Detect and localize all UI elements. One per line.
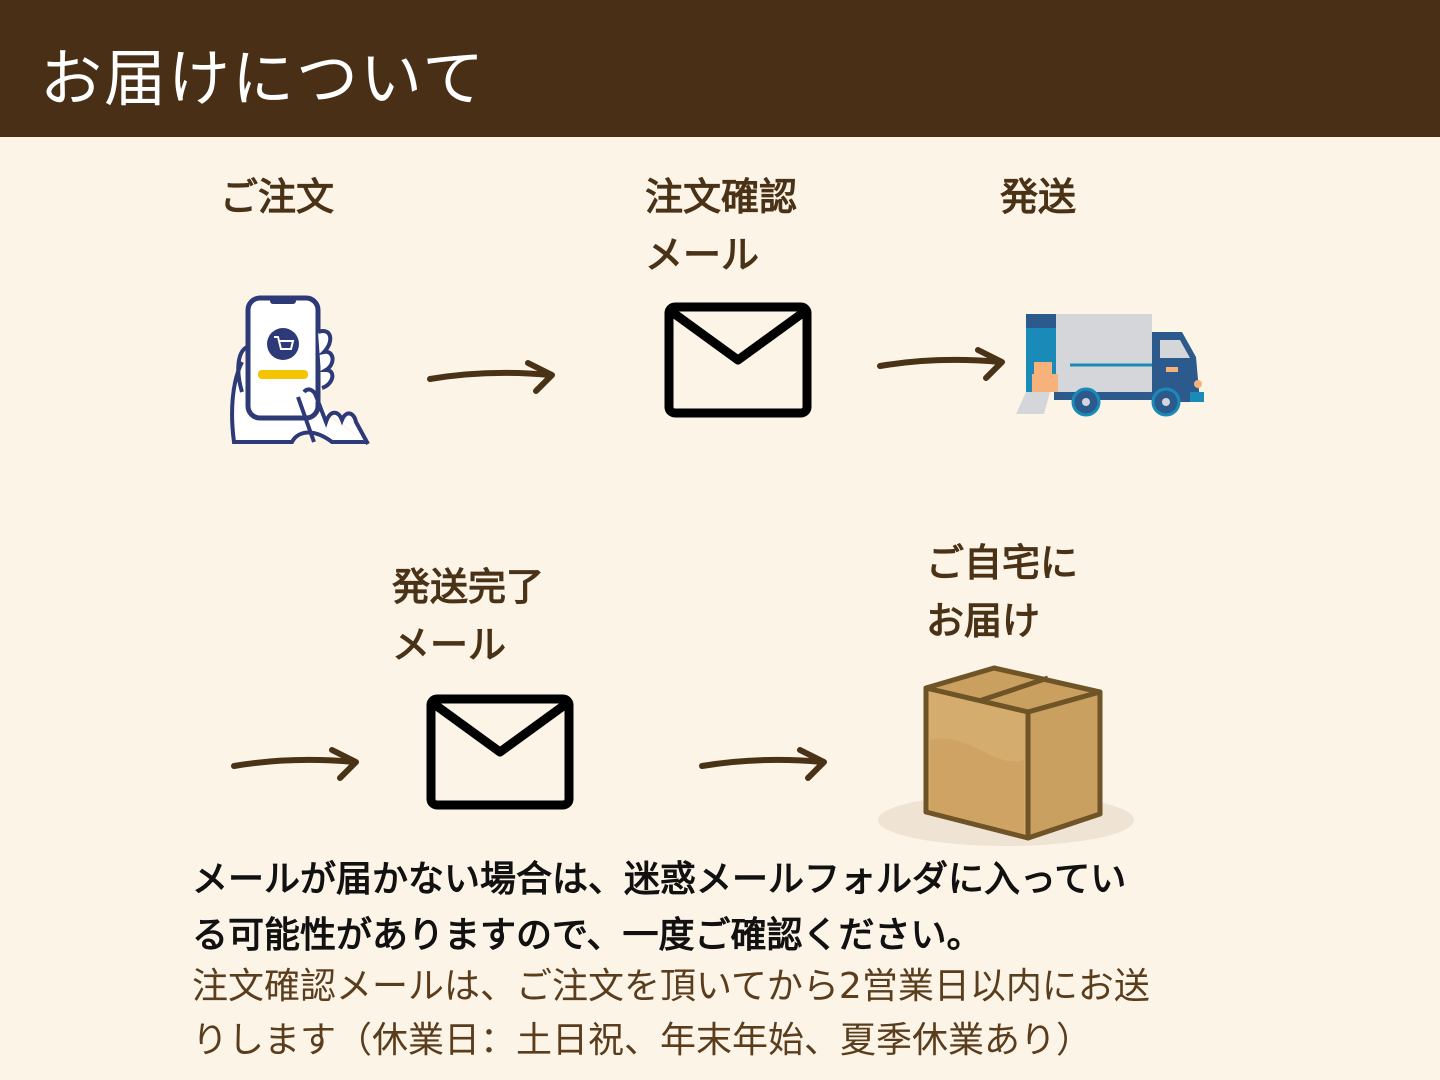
- arrow-right-icon: [427, 360, 555, 394]
- envelope-icon: [664, 302, 812, 418]
- envelope-icon: [426, 694, 574, 810]
- page-header: お届けについて: [0, 0, 1440, 137]
- page-title: お届けについて: [40, 42, 487, 115]
- arrow-right-icon: [699, 747, 827, 781]
- notice-line: メールが届かない場合は、迷惑メールフォルダに入ってい: [192, 859, 1127, 900]
- label-line: お届け: [926, 599, 1041, 643]
- step-confirm-email-label: 注文確認 メール: [645, 168, 797, 284]
- label-line: 発送完了: [392, 565, 545, 609]
- step-home-delivery-label: ご自宅に お届け: [926, 534, 1078, 650]
- spam-folder-notice: メールが届かない場合は、迷惑メールフォルダに入ってい る可能性がありますので、一…: [192, 852, 1126, 964]
- arrow-right-icon: [877, 347, 1005, 381]
- arrow-right-icon: [231, 747, 359, 781]
- smartphone-shopping-icon: [230, 295, 370, 445]
- shipping-schedule-notice: 注文確認メールは、ご注文を頂いてから2営業日以内にお送 りします（休業日：土日祝…: [192, 960, 1150, 1068]
- label-line: メール: [645, 233, 760, 277]
- cardboard-box-icon: [878, 665, 1134, 846]
- notice-line: る可能性がありますので、一度ご確認ください。: [192, 915, 983, 956]
- notice-line: 注文確認メールは、ご注文を頂いてから2営業日以内にお送: [192, 966, 1150, 1007]
- step-shipping-label: 発送: [1000, 175, 1077, 219]
- step-order-label: ご注文: [220, 175, 335, 219]
- label-line: ご自宅に: [926, 541, 1079, 585]
- step-shipped-email-label: 発送完了 メール: [392, 558, 544, 674]
- delivery-truck-icon: [1016, 314, 1204, 417]
- label-line: メール: [392, 623, 507, 667]
- label-line: 注文確認: [645, 175, 798, 219]
- notice-line: りします（休業日：土日祝、年末年始、夏季休業あり）: [192, 1020, 1093, 1061]
